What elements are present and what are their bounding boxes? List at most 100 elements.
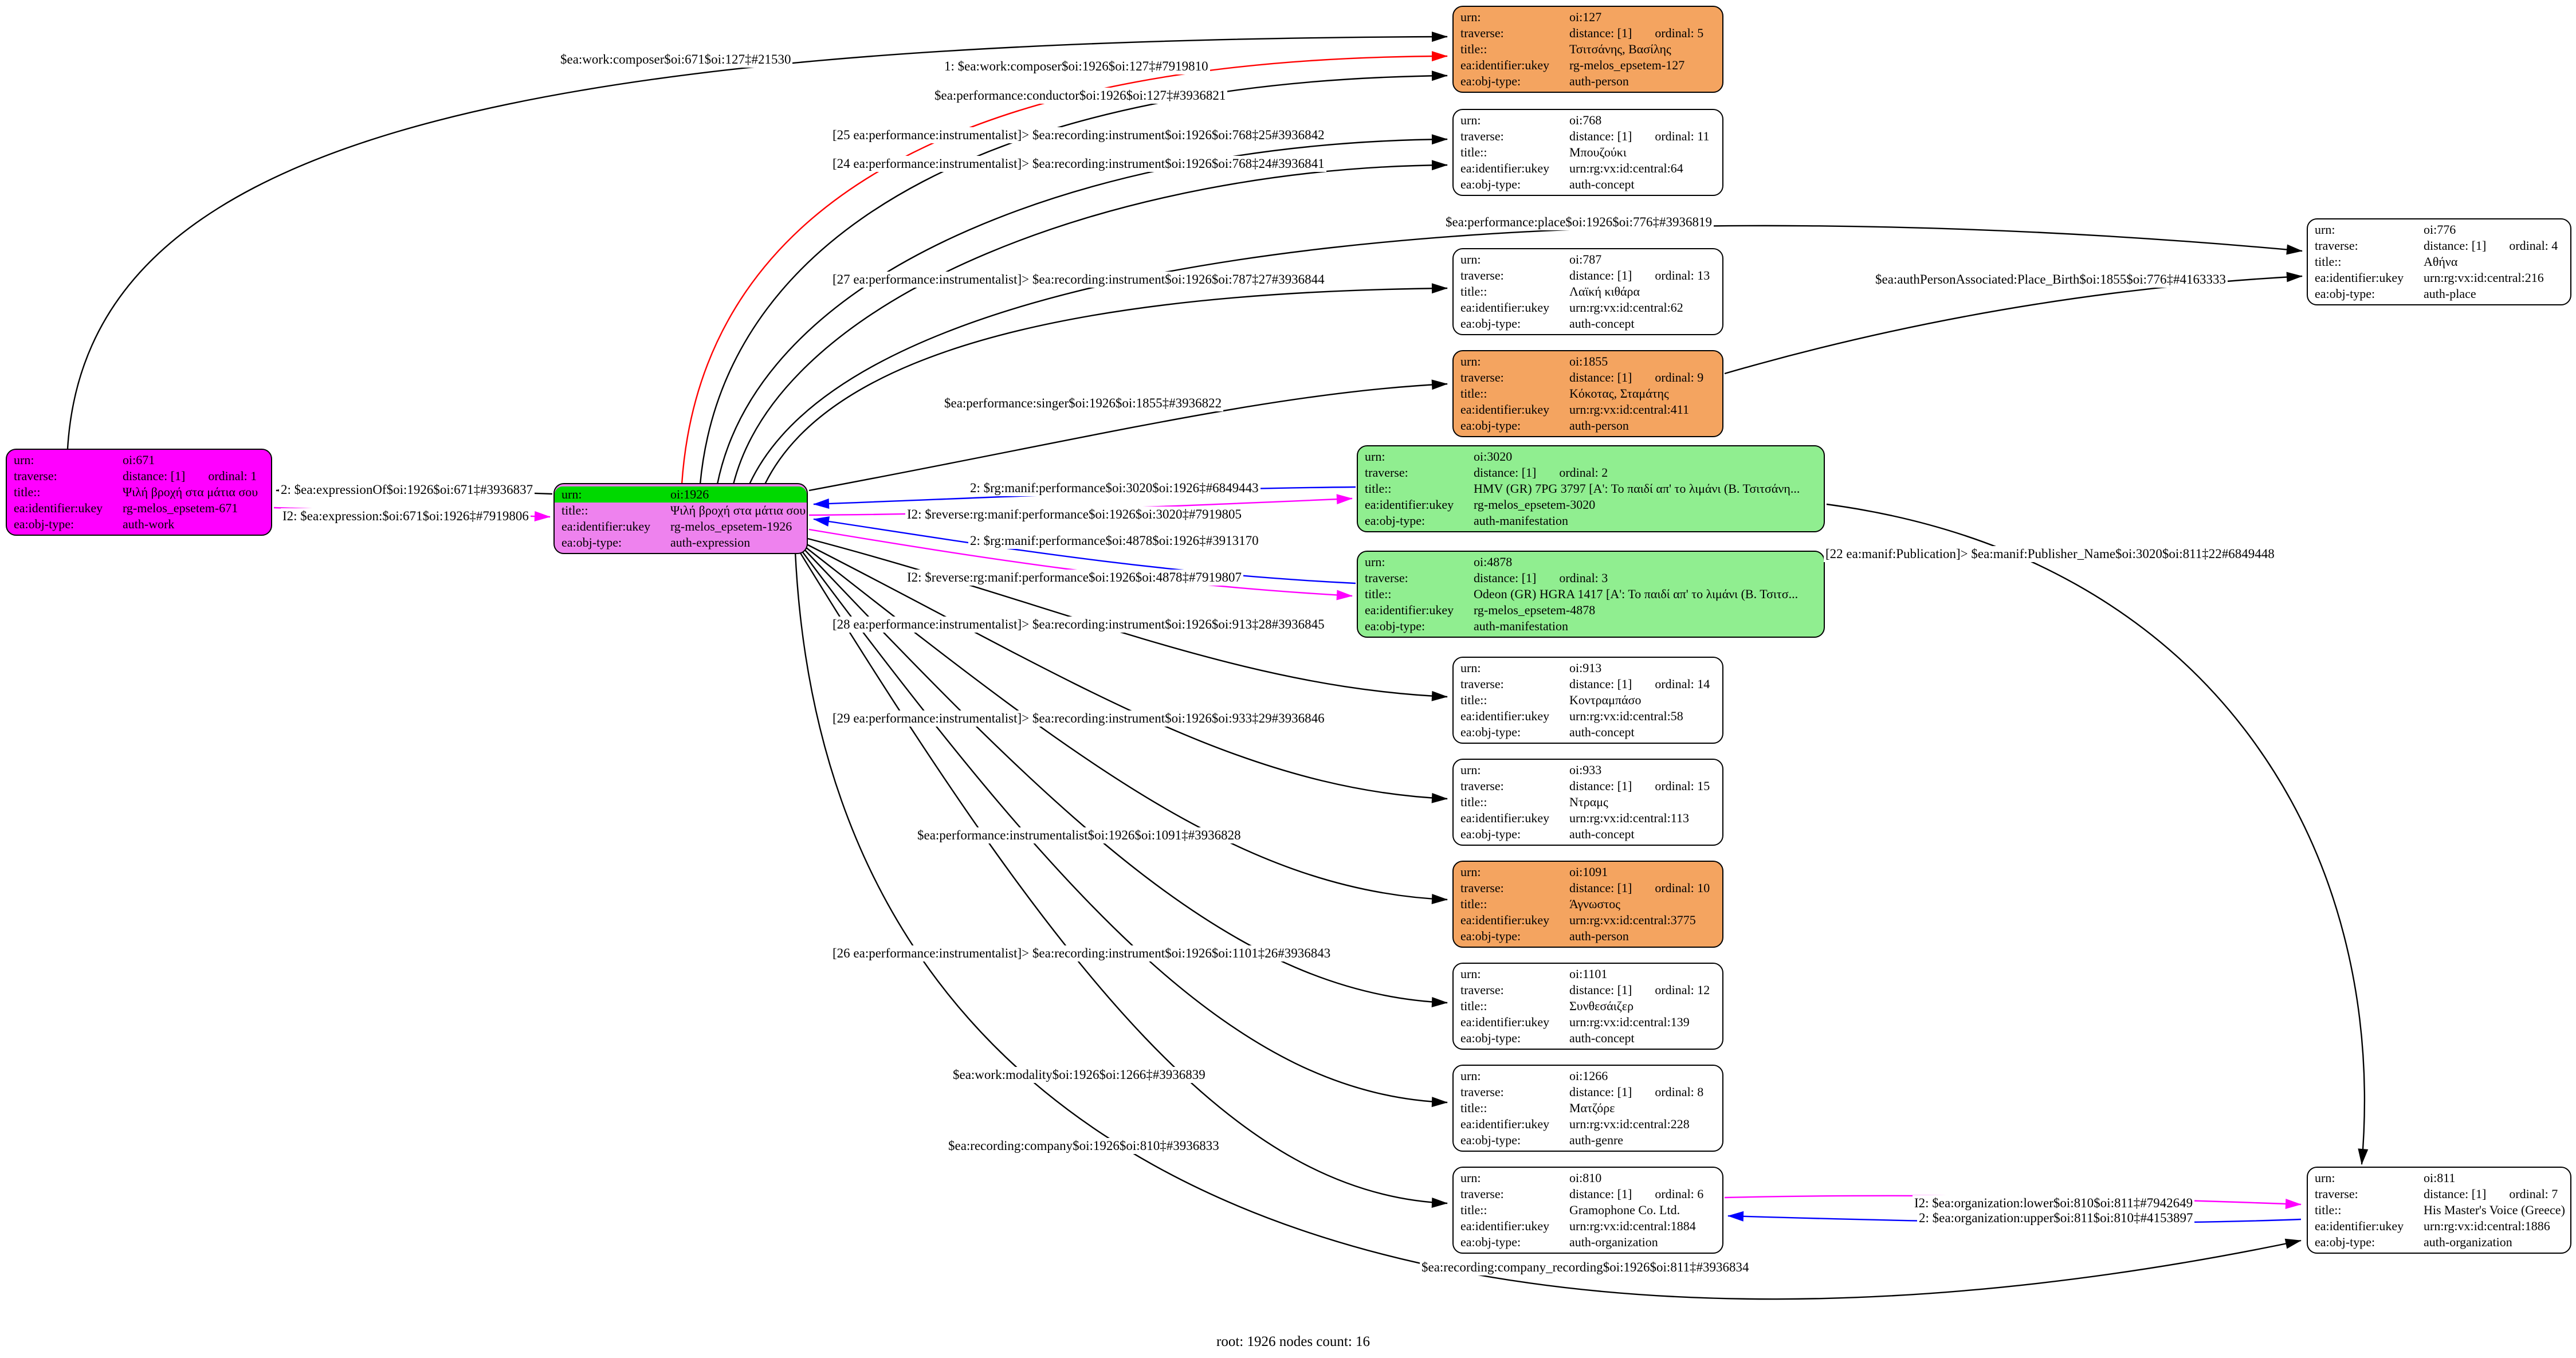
field-value: distance: [1] — [1569, 268, 1632, 282]
node-oi-776[interactable]: urn:oi:776 traverse:distance: [1]ordinal… — [2307, 218, 2571, 305]
field-objtype: ea:obj-type:auth-manifestation — [1358, 513, 1824, 529]
field-key: ea:obj-type: — [1460, 1031, 1521, 1045]
field-value: oi:1926 — [670, 487, 709, 501]
field-key: traverse: — [1460, 370, 1504, 384]
field-key: title:: — [1365, 587, 1392, 601]
field-value: urn:rg:vx:id:central:228 — [1569, 1117, 1690, 1131]
edge-label-work-composer-671-127: $ea:work:composer$oi:671$oi:127‡#21530 — [559, 52, 793, 68]
field-title: title::Λαϊκή κιθάρα — [1454, 284, 1722, 300]
edge-recording-instrument-1926-913-28 — [807, 537, 1448, 701]
field-key: title:: — [2315, 254, 2342, 269]
field-title: title::Κοντραμπάσο — [1454, 692, 1722, 708]
field-key: urn: — [1460, 113, 1481, 127]
field-urn: urn:oi:810 — [1454, 1170, 1722, 1186]
field-value: urn:rg:vx:id:central:64 — [1569, 161, 1683, 175]
field-value-ordinal: ordinal: 1 — [208, 469, 257, 483]
field-value: Gramophone Co. Ltd. — [1569, 1203, 1680, 1217]
root-note: root: 1926 nodes count: 16 — [1216, 1334, 1371, 1349]
field-value: oi:1266 — [1569, 1069, 1608, 1083]
node-oi-811[interactable]: urn:oi:811 traverse:distance: [1]ordinal… — [2307, 1167, 2571, 1254]
field-key: ea:identifier:ukey — [2315, 1219, 2404, 1233]
node-oi-1926-root[interactable]: urn:oi:1926 title::Ψιλή βροχή στα μάτια … — [553, 483, 808, 554]
field-key: title:: — [1460, 284, 1487, 299]
node-oi-671[interactable]: urn:oi:671 traverse:distance: [1]ordinal… — [6, 449, 272, 536]
edge-recording-instrument-1926-787-27 — [764, 283, 1448, 485]
field-value-ordinal: ordinal: 13 — [1655, 268, 1710, 282]
field-traverse: traverse:distance: [1]ordinal: 13 — [1454, 268, 1722, 284]
field-value: distance: [1] — [1569, 1085, 1632, 1099]
field-key: ea:identifier:ukey — [1365, 497, 1454, 512]
field-key: ea:identifier:ukey — [1460, 161, 1550, 175]
field-value: auth-concept — [1569, 177, 1635, 191]
field-title: title::HMV (GR) 7PG 3797 [Α': Το παιδί α… — [1358, 481, 1824, 497]
field-key: urn: — [2315, 222, 2335, 237]
field-key: ea:obj-type: — [1460, 1235, 1521, 1249]
field-key: urn: — [1365, 555, 1385, 569]
field-value: auth-work — [123, 517, 175, 531]
node-oi-913[interactable]: urn:oi:913 traverse:distance: [1]ordinal… — [1452, 657, 1723, 744]
node-oi-810[interactable]: urn:oi:810 traverse:distance: [1]ordinal… — [1452, 1167, 1723, 1254]
field-value: Ματζόρε — [1569, 1101, 1615, 1115]
edge-label-organization-lower-810-811: I2: $ea:organization:lower$oi:810$oi:811… — [1913, 1195, 2195, 1211]
field-value: oi:127 — [1569, 10, 1602, 24]
field-value-ordinal: ordinal: 14 — [1655, 677, 1710, 691]
node-oi-4878[interactable]: urn:oi:4878 traverse:distance: [1]ordina… — [1357, 551, 1825, 638]
field-value: rg-melos_epsetem-127 — [1569, 58, 1685, 72]
field-title: title::Gramophone Co. Ltd. — [1454, 1202, 1722, 1218]
field-title: title::Συνθεσάιζερ — [1454, 998, 1722, 1014]
field-value: oi:811 — [2424, 1171, 2456, 1185]
node-oi-1855[interactable]: urn:oi:1855 traverse:distance: [1]ordina… — [1452, 350, 1723, 437]
field-objtype: ea:obj-type:auth-organization — [1454, 1234, 1722, 1250]
field-value: urn:rg:vx:id:central:3775 — [1569, 913, 1696, 927]
field-value: auth-concept — [1569, 316, 1635, 331]
node-oi-1101[interactable]: urn:oi:1101 traverse:distance: [1]ordina… — [1452, 963, 1723, 1050]
field-key: title:: — [1460, 1203, 1487, 1217]
edge-label-performance-conductor-1926-127: $ea:performance:conductor$oi:1926$oi:127… — [933, 88, 1228, 104]
field-value: distance: [1] — [1569, 370, 1632, 384]
field-traverse: traverse:distance: [1]ordinal: 5 — [1454, 25, 1722, 41]
field-urn: urn:oi:1101 — [1454, 966, 1722, 982]
field-value: Μπουζούκι — [1569, 145, 1627, 159]
field-value: urn:rg:vx:id:central:62 — [1569, 300, 1683, 315]
edge-label-recording-instrument-1926-768-24: [24 ea:performance:instrumentalist]> $ea… — [831, 156, 1326, 172]
field-traverse: traverse:distance: [1]ordinal: 12 — [1454, 982, 1722, 998]
edge-label-recording-instrument-1926-933-29: [29 ea:performance:instrumentalist]> $ea… — [831, 711, 1326, 727]
field-objtype: ea:obj-type:auth-genre — [1454, 1132, 1722, 1148]
node-oi-1091[interactable]: urn:oi:1091 traverse:distance: [1]ordina… — [1452, 861, 1723, 948]
field-key: ea:obj-type: — [561, 535, 622, 550]
field-key: urn: — [2315, 1171, 2335, 1185]
field-value: HMV (GR) 7PG 3797 [Α': Το παιδί απ' το λ… — [1474, 481, 1800, 496]
field-objtype: ea:obj-type:auth-place — [2308, 286, 2570, 302]
field-key: ea:obj-type: — [1460, 929, 1521, 943]
field-value: oi:810 — [1569, 1171, 1602, 1185]
field-traverse: traverse:distance: [1]ordinal: 4 — [2308, 238, 2570, 254]
field-key: title:: — [1460, 999, 1487, 1013]
field-value-ordinal: ordinal: 8 — [1655, 1085, 1704, 1099]
node-oi-3020[interactable]: urn:oi:3020 traverse:distance: [1]ordina… — [1357, 445, 1825, 532]
field-key: urn: — [1460, 252, 1481, 266]
field-key: traverse: — [1460, 1187, 1504, 1201]
field-title: title::Ματζόρε — [1454, 1100, 1722, 1116]
node-oi-1266[interactable]: urn:oi:1266 traverse:distance: [1]ordina… — [1452, 1065, 1723, 1152]
field-key: urn: — [1460, 661, 1481, 675]
field-key: ea:obj-type: — [2315, 286, 2375, 301]
field-value-ordinal: ordinal: 15 — [1655, 779, 1710, 793]
node-oi-933[interactable]: urn:oi:933 traverse:distance: [1]ordinal… — [1452, 759, 1723, 846]
field-key: title:: — [1460, 1101, 1487, 1115]
node-oi-768[interactable]: urn:oi:768 traverse:distance: [1]ordinal… — [1452, 109, 1723, 196]
edge-label-expression-671-1926: I2: $ea:expression:$oi:671$oi:1926‡#7919… — [281, 508, 531, 524]
field-title: title::Κόκοτας, Σταμάτης — [1454, 386, 1722, 402]
node-oi-787[interactable]: urn:oi:787 traverse:distance: [1]ordinal… — [1452, 248, 1723, 335]
edge-work-composer-671-127 — [66, 32, 1448, 449]
field-value: Αθήνα — [2424, 254, 2458, 269]
field-traverse: traverse:distance: [1]ordinal: 1 — [7, 468, 271, 484]
field-key: ea:obj-type: — [1460, 1133, 1521, 1147]
field-value: urn:rg:vx:id:central:139 — [1569, 1015, 1690, 1029]
field-key: ea:identifier:ukey — [1460, 1219, 1550, 1233]
node-oi-127[interactable]: urn:oi:127 traverse:distance: [1]ordinal… — [1452, 6, 1723, 93]
